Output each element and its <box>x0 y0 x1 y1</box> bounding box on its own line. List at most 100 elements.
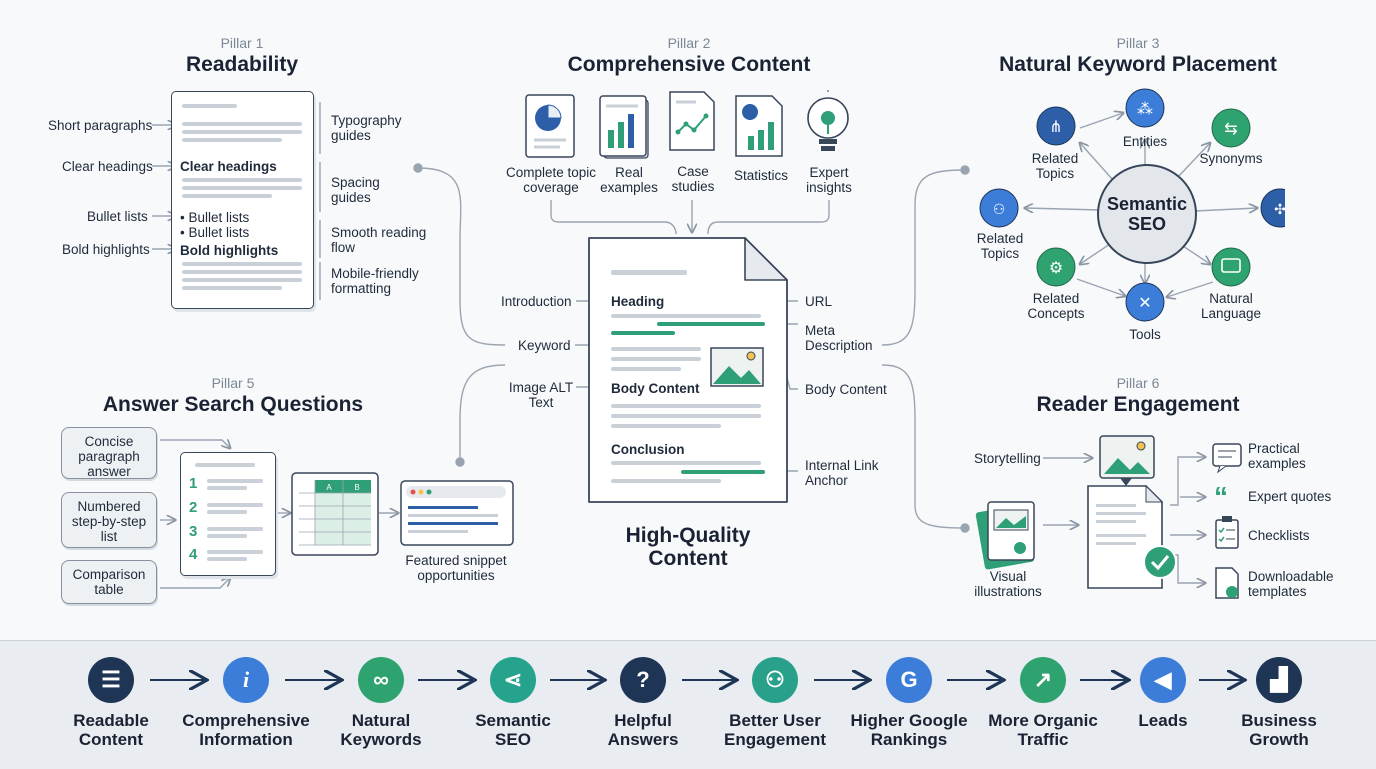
pillar6-left-item: Storytelling <box>974 451 1041 466</box>
svg-text:⚙: ⚙ <box>1049 260 1063 277</box>
flow-step-label: Natural Keywords <box>340 711 422 749</box>
pillar3-node: Related Concepts <box>1027 291 1085 321</box>
flow-step-label: Higher Google Rankings <box>850 711 968 749</box>
speech-bubble-icon <box>1212 443 1242 474</box>
pillar3-node-icons: ⋔ ⁂ ⇆ ⚇ ✣ ⚙ ✕ <box>979 88 1285 322</box>
pillar2-item: Complete topic coverage <box>505 165 597 195</box>
center-doc-body: Body Content <box>611 381 700 396</box>
semantic-seo-hub: Semantic SEO <box>1097 164 1197 264</box>
pillar3-node: Related Topics <box>1031 151 1079 181</box>
table-header: A <box>326 483 332 492</box>
flow-bar <box>0 640 1376 769</box>
swap-icon: ⇆ <box>1211 108 1251 148</box>
pillar1-title: Readability <box>185 53 299 76</box>
center-right-label: Internal Link Anchor <box>805 458 879 488</box>
pillar3-label: Pillar 3 <box>1116 35 1160 51</box>
pillar3-node: Related Topics <box>976 231 1024 261</box>
pillar1-right-item: Typography guides <box>331 113 402 143</box>
pillar1-right-item: Spacing guides <box>331 175 380 205</box>
pillar6-right-item: Checklists <box>1248 528 1310 543</box>
visual-illustration-icon <box>975 501 1035 570</box>
flow-step-label: Helpful Answers <box>607 711 679 749</box>
question-icon: ? <box>620 657 666 703</box>
pillar6-left-item: Visual illustrations <box>974 569 1042 599</box>
flow-step-label: Comprehensive Information <box>182 711 310 749</box>
pillar2-item: Case studies <box>671 164 715 194</box>
image-icon <box>710 347 764 387</box>
nodes-icon: ✣ <box>1260 188 1285 228</box>
flow-step-label: Semantic SEO <box>475 711 551 749</box>
flow-arrows <box>150 668 1376 694</box>
doc-bullet: • Bullet lists <box>180 225 250 240</box>
center-right-label: Body Content <box>805 382 887 397</box>
statistics-doc-icon <box>735 95 783 157</box>
trend-icon: ↗ <box>1020 657 1066 703</box>
pillar3-node: Tools <box>1129 327 1161 342</box>
featured-snippet-browser <box>400 480 514 546</box>
gears-icon: ⚙ <box>1036 247 1076 287</box>
center-left-label: Keyword <box>518 338 571 353</box>
users-icon: ⚇ <box>752 657 798 703</box>
pillar6-right-item: Downloadable templates <box>1248 569 1334 599</box>
pillar2-label: Pillar 2 <box>667 35 711 51</box>
svg-text:⋔: ⋔ <box>1049 119 1062 136</box>
growth-chart-icon: ▟ <box>1256 657 1302 703</box>
pillar6-title: Reader Engagement <box>1036 393 1240 416</box>
list-number: 3 <box>189 523 198 540</box>
pillar1-right-item: Smooth reading flow <box>331 225 427 255</box>
bar-chart-doc-icon <box>599 95 649 159</box>
pillar6-label: Pillar 6 <box>1116 375 1160 391</box>
center-right-label: Meta Description <box>805 323 873 353</box>
list-number: 4 <box>189 546 198 563</box>
flow-step-label: Business Growth <box>1241 711 1317 749</box>
center-document <box>588 237 788 503</box>
doc-heading: Clear headings <box>180 159 277 174</box>
google-icon: G <box>886 657 932 703</box>
pillar2-item: Real examples <box>600 165 658 195</box>
table-header: B <box>354 483 359 492</box>
lightbulb-icon <box>807 90 849 151</box>
pillar3-node: Natural Language <box>1200 291 1262 321</box>
pillar5-title: Answer Search Questions <box>102 393 364 416</box>
pillar1-right-item: Mobile-friendly formatting <box>331 266 419 296</box>
download-template-icon <box>1215 567 1239 599</box>
readability-document: Clear headings • Bullet lists • Bullet l… <box>171 91 314 309</box>
image-frame-icon <box>1099 435 1155 486</box>
svg-text:✕: ✕ <box>1138 295 1151 312</box>
pillar6-right-item: Practical examples <box>1248 441 1306 471</box>
share-icon: ⋖ <box>490 657 536 703</box>
pillar1-left-item: Clear headings <box>62 159 153 174</box>
center-right-label: URL <box>805 294 833 309</box>
pillar1-left-item: Bullet lists <box>87 209 148 224</box>
pillar6-right-icons: “ <box>1212 443 1242 599</box>
pillar5-label: Pillar 5 <box>211 375 255 391</box>
flow-step-label: Readable Content <box>73 711 149 749</box>
chat-icon <box>1211 247 1251 287</box>
comparison-table-box: Comparison table <box>61 560 157 604</box>
numbered-list-box: Numbered step-by-step list <box>61 492 157 548</box>
pillar2-item: Statistics <box>733 168 788 183</box>
megaphone-icon: ◀ <box>1140 657 1186 703</box>
svg-text:✣: ✣ <box>1274 201 1285 217</box>
list-number: 2 <box>189 499 198 516</box>
info-icon: i <box>223 657 269 703</box>
pillar2-title: Comprehensive Content <box>567 53 811 76</box>
center-left-label: Image ALT Text <box>508 380 574 410</box>
doc-bold: Bold highlights <box>180 243 279 258</box>
pillar6-right-item: Expert quotes <box>1248 489 1332 504</box>
svg-text:⇆: ⇆ <box>1224 121 1237 138</box>
svg-text:⚇: ⚇ <box>993 201 1006 217</box>
list-number: 1 <box>189 475 198 492</box>
pillar6-graphics <box>975 435 1177 589</box>
semantic-seo-label: Semantic SEO <box>1106 194 1188 234</box>
flow-step-label: Better User Engagement <box>723 711 827 749</box>
pillar1-label: Pillar 1 <box>220 35 264 51</box>
center-title: High-Quality Content <box>625 524 751 570</box>
spreadsheet-icon: A B <box>291 472 379 556</box>
numbered-list-document: 1 2 3 4 <box>180 452 276 576</box>
link-icon: ∞ <box>358 657 404 703</box>
pillar1-left-item: Short paragraphs <box>48 118 153 133</box>
pillar1-left-item: Bold highlights <box>62 242 150 257</box>
concise-answer-box: Concise paragraph answer <box>61 427 157 479</box>
line-chart-doc-icon <box>669 91 715 151</box>
